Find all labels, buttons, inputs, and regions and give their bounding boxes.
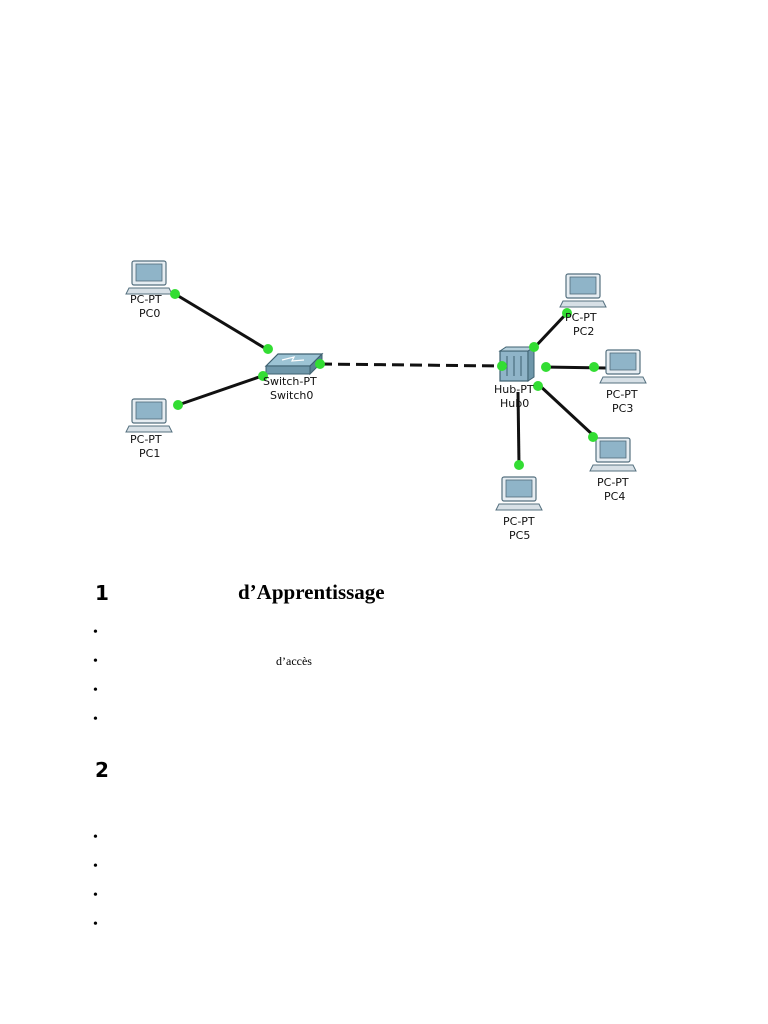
port-light: [514, 460, 524, 470]
link-hub0-pc5: [516, 391, 521, 466]
device-pc0[interactable]: [125, 260, 173, 295]
bullet-marker: •: [93, 859, 98, 874]
port-light: [315, 359, 325, 369]
bullet-marker: •: [93, 888, 98, 903]
port-light: [533, 381, 543, 391]
network-diagram: PC-PT PC0 PC-PT PC1 Switch-PT Switch0 Hu…: [125, 260, 647, 542]
hub0-type-label: Hub-PT: [494, 383, 534, 396]
link-switch0-hub0: [319, 362, 503, 368]
port-light: [529, 342, 539, 352]
switch0-name-label: Switch0: [270, 389, 313, 402]
bullet-marker: •: [93, 830, 98, 845]
device-switch0[interactable]: [264, 352, 324, 376]
device-pc1[interactable]: [125, 398, 173, 433]
pc4-type-label: PC-PT: [597, 476, 629, 489]
device-labels: PC-PT PC0 PC-PT PC1 Switch-PT Switch0 Hu…: [130, 293, 638, 542]
hub0-name-label: Hub0: [500, 397, 529, 410]
link-pc1-switch0: [177, 374, 263, 407]
device-pc3[interactable]: [599, 349, 647, 384]
pc2-type-label: PC-PT: [565, 311, 597, 324]
port-light: [541, 362, 551, 372]
bullet-marker: •: [93, 683, 98, 698]
links: [174, 292, 607, 466]
switch0-type-label: Switch-PT: [263, 375, 317, 388]
port-indicators: [170, 289, 599, 470]
port-light: [589, 362, 599, 372]
port-light: [170, 289, 180, 299]
port-light: [562, 308, 572, 318]
section-1-title: d’Apprentissage: [238, 580, 385, 604]
port-light: [588, 432, 598, 442]
device-pc4[interactable]: [589, 437, 637, 472]
pc5-name-label: PC5: [509, 529, 530, 542]
port-light: [263, 344, 273, 354]
port-light: [497, 361, 507, 371]
link-hub0-pc2: [532, 312, 568, 350]
link-hub0-pc4: [536, 382, 596, 438]
section-1-number: 1: [95, 581, 109, 605]
pc5-type-label: PC-PT: [503, 515, 535, 528]
pc1-type-label: PC-PT: [130, 433, 162, 446]
bullet-marker: •: [93, 654, 98, 669]
pc3-type-label: PC-PT: [606, 388, 638, 401]
pc3-name-label: PC3: [612, 402, 633, 415]
bullet-marker: •: [93, 712, 98, 727]
section-1-bullet-2-text: d’accès: [276, 654, 312, 668]
port-light: [173, 400, 183, 410]
port-light: [258, 371, 268, 381]
bullet-marker: •: [93, 917, 98, 932]
bullet-marker: •: [93, 625, 98, 640]
pc0-name-label: PC0: [139, 307, 160, 320]
pc2-name-label: PC2: [573, 325, 594, 338]
section-2-number: 2: [95, 758, 109, 782]
device-pc2[interactable]: [559, 273, 607, 308]
pc4-name-label: PC4: [604, 490, 625, 503]
link-pc0-switch0: [174, 292, 269, 352]
device-pc5[interactable]: [495, 476, 543, 511]
pc0-type-label: PC-PT: [130, 293, 162, 306]
pc1-name-label: PC1: [139, 447, 160, 460]
